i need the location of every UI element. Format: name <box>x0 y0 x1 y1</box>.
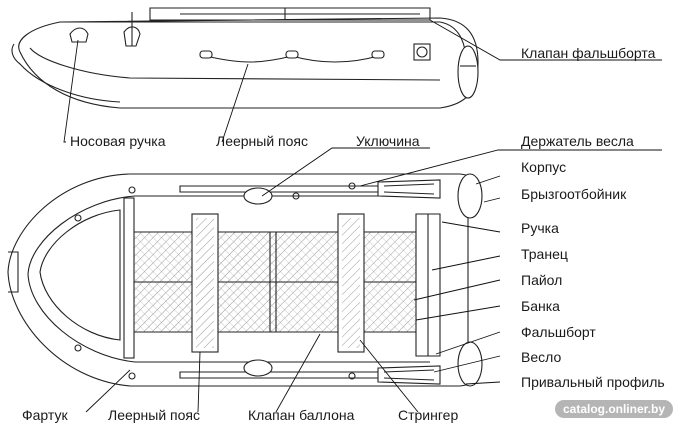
side-view-boat <box>11 7 479 109</box>
label-bow-handle: Носовая ручка <box>70 133 166 149</box>
label-transom-valve: Клапан фальшборта <box>521 45 656 61</box>
oar-top <box>179 185 381 193</box>
label-handle: Ручка <box>521 220 559 236</box>
label-stringer: Стрингер <box>398 407 458 423</box>
label-transom: Транец <box>521 246 568 262</box>
label-oarlock: Уключина <box>356 133 420 149</box>
lifeline-ring <box>199 50 213 59</box>
label-lifeline-bottom: Леерный пояс <box>108 407 200 423</box>
watermark: catalog.onliner.by <box>554 400 673 418</box>
stern-cone-bottom <box>457 341 483 387</box>
stern-cone-top <box>457 173 483 219</box>
apron-bar <box>123 197 135 359</box>
side-tube-cone <box>457 45 479 99</box>
label-oar: Весло <box>521 349 561 365</box>
label-rub-strake: Привальный профиль <box>521 374 665 390</box>
oarlock-top-icon <box>243 187 273 205</box>
top-view-boat <box>7 173 483 387</box>
label-floor: Пайол <box>521 272 562 288</box>
label-bench: Банка <box>521 298 560 314</box>
label-bulwark: Фальшборт <box>521 324 596 340</box>
bow-handle-icon <box>69 27 89 43</box>
labels: Клапан фальшборта Носовая ручка Леерный … <box>22 45 665 423</box>
lifeline-ring <box>285 50 299 59</box>
lifeline-ring <box>371 50 385 59</box>
label-splash-guard: Брызгоотбойник <box>521 186 627 202</box>
label-oar-holder: Держатель весла <box>521 133 634 149</box>
label-lifeline-top: Леерный пояс <box>216 133 308 149</box>
leader-lines <box>63 19 662 413</box>
label-tube-valve: Клапан баллона <box>248 407 355 423</box>
logo-badge-icon <box>413 43 431 61</box>
oarlock-bottom-icon <box>243 359 273 377</box>
label-hull: Корпус <box>521 159 566 175</box>
label-apron: Фартук <box>22 407 68 423</box>
oar-bottom <box>179 371 381 379</box>
